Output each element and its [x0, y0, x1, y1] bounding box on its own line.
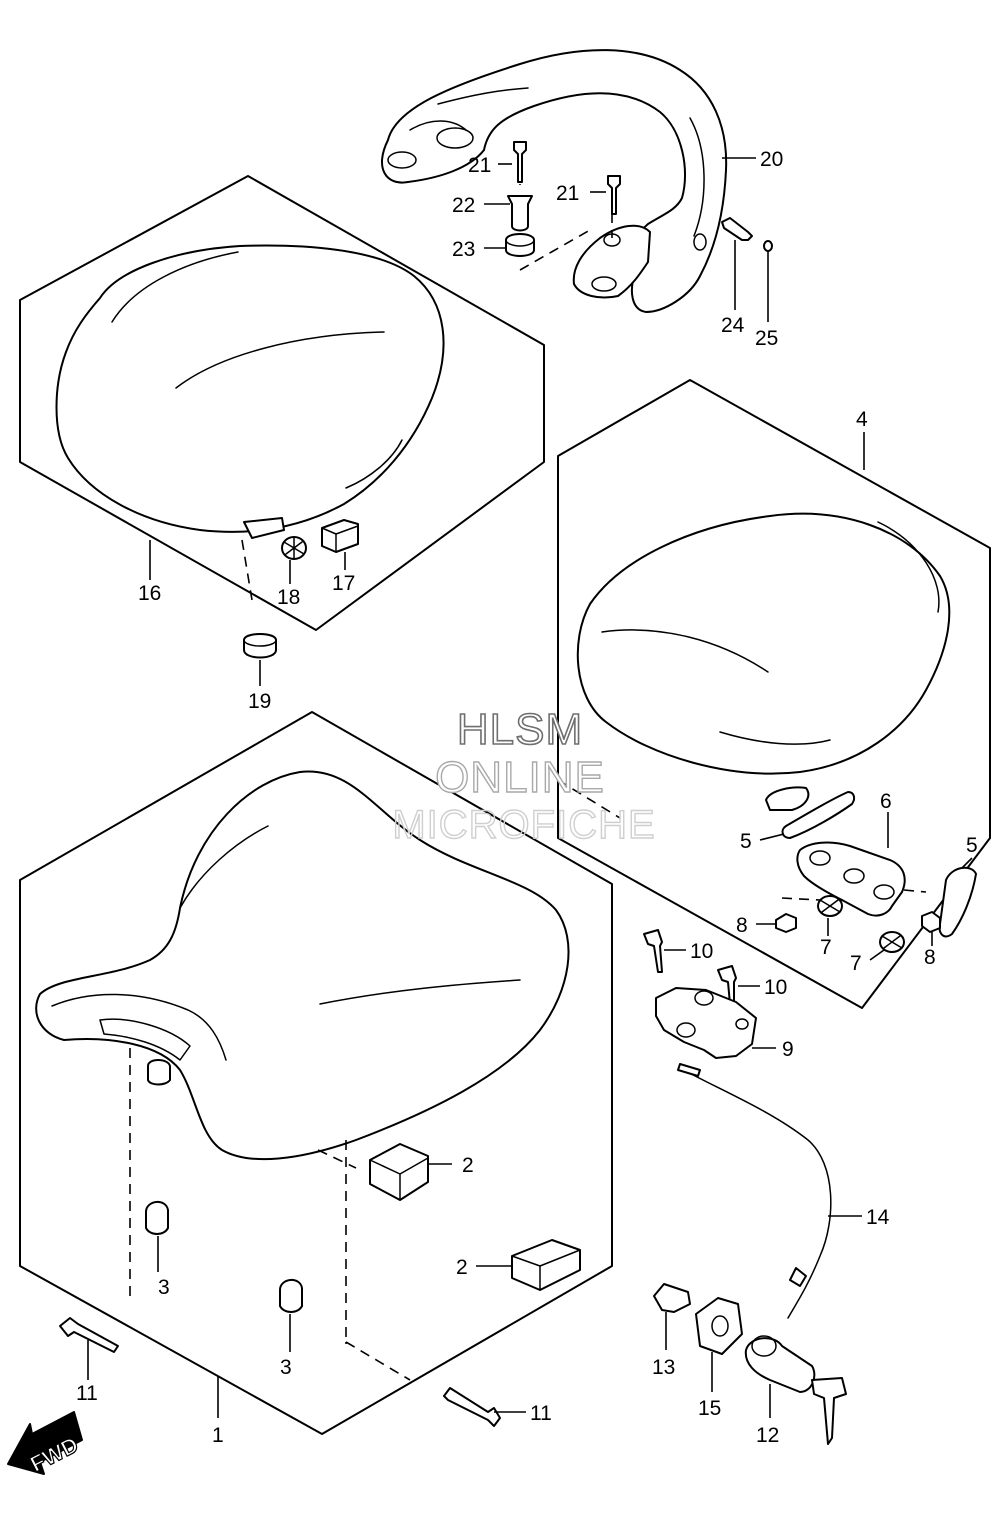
key-icon: [811, 1377, 847, 1445]
grab-rail-group: 20 21 21 22 23 24 25: [381, 49, 783, 350]
watermark-line-3: MICROFICHE: [392, 803, 655, 847]
seat-1: [35, 770, 570, 1161]
callout-22: 22: [452, 194, 475, 217]
callout-3a: 3: [158, 1276, 170, 1299]
seat-1-outline-box: [19, 711, 613, 1435]
callout-19: 19: [248, 690, 271, 713]
part-15: [695, 1297, 743, 1355]
callout-12: 12: [756, 1424, 779, 1447]
watermark-line-2: ONLINE: [435, 753, 605, 802]
callout-23: 23: [452, 238, 475, 261]
callout-1: 1: [212, 1424, 224, 1447]
part-11-left: [59, 1317, 119, 1353]
callout-13: 13: [652, 1356, 675, 1379]
seat-4: [576, 512, 951, 775]
part-5-left: [781, 791, 856, 839]
part-2-upper: [369, 1143, 429, 1201]
callout-11a: 11: [76, 1382, 98, 1405]
callout-5a: 5: [740, 830, 752, 853]
seat-lock-group: 9 10 10 14 13 15 12: [643, 929, 890, 1447]
fwd-arrow-icon: [7, 1411, 83, 1475]
grab-rail: [381, 49, 728, 313]
seat-16-outline-box: [19, 175, 545, 631]
part-8a: [775, 913, 797, 933]
part-2-lower: [511, 1239, 581, 1291]
callout-7a: 7: [820, 936, 832, 959]
callout-16: 16: [138, 582, 161, 605]
callout-25: 25: [755, 327, 778, 350]
callout-2b: 2: [456, 1256, 468, 1279]
callout-21a: 21: [468, 154, 491, 177]
part-5-right: [938, 866, 977, 938]
callout-8b: 8: [924, 946, 936, 969]
callout-7b: 7: [850, 952, 862, 975]
part-12: [744, 1337, 816, 1393]
part-8b: [921, 911, 941, 933]
fwd-direction-marker: FWD: [7, 1411, 83, 1477]
part-3-upper: [145, 1201, 169, 1235]
part-17: [321, 519, 359, 553]
seat-4-outline-box: [557, 379, 991, 1009]
callout-5b: 5: [966, 834, 978, 857]
part-11-right: [443, 1387, 501, 1427]
part-3-lower: [279, 1279, 303, 1313]
callout-4: 4: [856, 408, 868, 431]
part-13: [653, 1283, 691, 1313]
callout-10a: 10: [690, 940, 713, 963]
leader-5b: [961, 857, 973, 869]
part-14-cable: [679, 1067, 832, 1319]
callout-6: 6: [880, 790, 892, 813]
watermark-line-1: HLSM: [457, 705, 583, 754]
callout-18: 18: [277, 586, 300, 609]
seat-4-group: 4 5 5 6 7 7 8 8: [557, 379, 991, 1009]
callout-20: 20: [760, 148, 783, 171]
callout-3b: 3: [280, 1356, 292, 1379]
callout-9: 9: [782, 1038, 794, 1061]
callout-11b: 11: [530, 1402, 552, 1425]
callout-14: 14: [866, 1206, 890, 1229]
callout-21b: 21: [556, 182, 579, 205]
seat-1-group: 1 2 2 3 3 11 11: [19, 711, 613, 1447]
callout-15: 15: [698, 1397, 721, 1420]
leader-7b: [869, 949, 885, 961]
callout-8a: 8: [736, 914, 748, 937]
part-9: [655, 987, 757, 1059]
seat-16-group: 16 17 18 19: [19, 175, 545, 713]
watermark: HLSM ONLINE MICROFICHE: [392, 704, 656, 848]
callout-10b: 10: [764, 976, 787, 999]
callout-17: 17: [332, 572, 355, 595]
callout-2a: 2: [462, 1154, 474, 1177]
leader-5a: [759, 833, 785, 841]
seat-16: [55, 244, 445, 533]
callout-24: 24: [721, 314, 745, 337]
